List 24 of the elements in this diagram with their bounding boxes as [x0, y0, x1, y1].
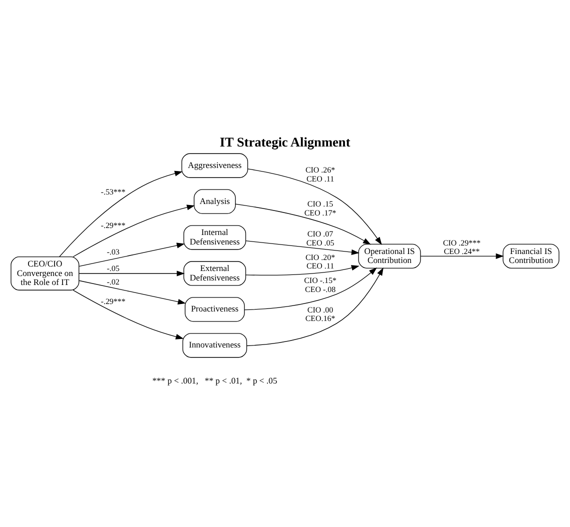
- arrow: [244, 268, 377, 310]
- node-box: Proactiveness: [184, 297, 245, 322]
- node-box: Aggressiveness: [181, 153, 248, 178]
- node-box: Analysis: [194, 189, 236, 214]
- arrow: [72, 204, 195, 258]
- arrow: [235, 204, 372, 245]
- diagram-title: IT Strategic Alignment: [220, 134, 350, 150]
- arrow: [78, 270, 185, 276]
- node-box: CEO/CIO Convergence on the Role of IT: [10, 256, 80, 290]
- node-box: Innovativeness: [182, 333, 248, 358]
- arrow: [72, 290, 184, 340]
- arrow: [78, 242, 185, 267]
- node-box: Financial IS Contribution: [502, 244, 560, 268]
- arrow: [246, 240, 360, 255]
- arrow: [420, 253, 504, 259]
- arrow: [247, 168, 382, 245]
- arrow: [245, 265, 360, 276]
- node-box: Operational IS Contribution: [358, 244, 421, 268]
- node-box: External Defensiveness: [183, 261, 246, 286]
- label: *** p < .001, ** p < .01, * p < .05: [152, 376, 278, 386]
- arrow: [78, 280, 186, 304]
- arrow: [246, 267, 384, 346]
- arrow: [59, 170, 183, 258]
- node-box: Internal Defensiveness: [183, 225, 246, 250]
